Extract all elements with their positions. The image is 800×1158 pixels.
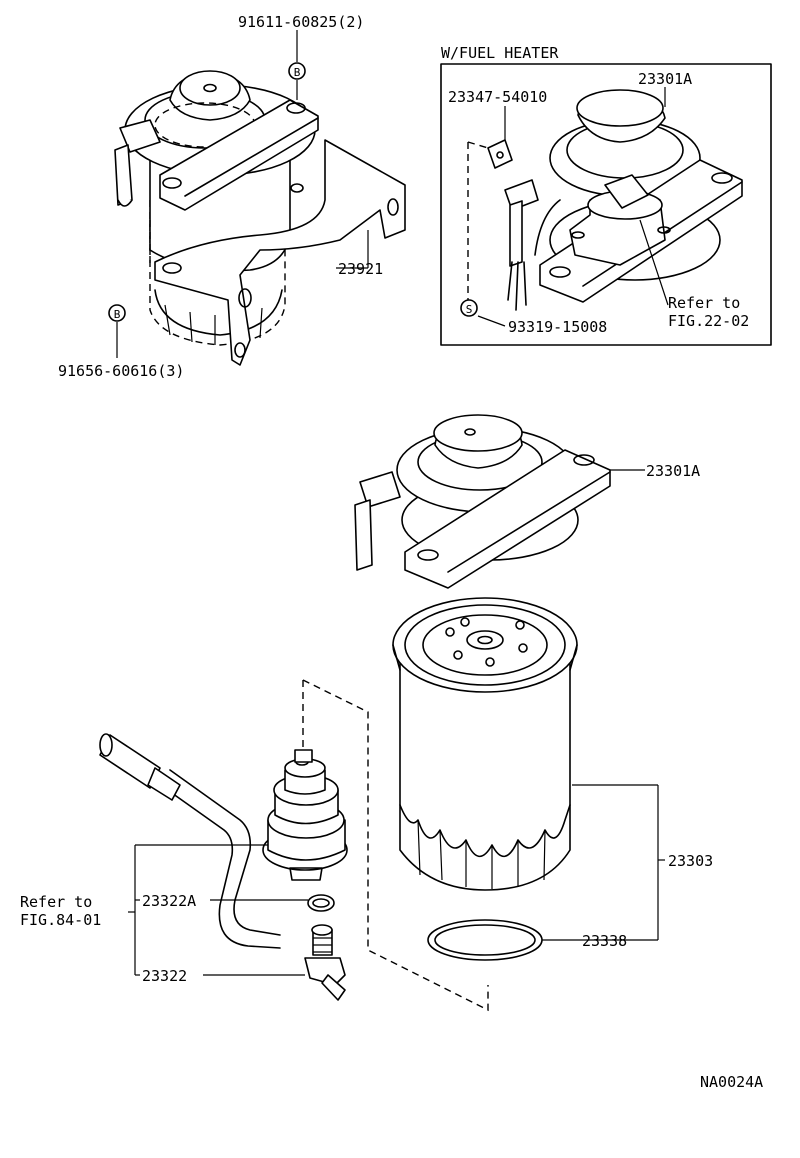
callout-gasket: 23322A (142, 892, 196, 910)
inset-callout-clip: 23347-54010 (448, 88, 547, 106)
marker-b-top: B (288, 62, 306, 80)
callout-o-ring: 23338 (582, 932, 627, 950)
alignment-dashed-line (302, 679, 489, 1012)
callout-drain-plug: 23322 (142, 967, 187, 985)
filter-head (354, 414, 645, 589)
inset-title: W/FUEL HEATER (441, 44, 559, 62)
refer-left-line-2: FIG.84-01 (20, 911, 101, 929)
callout-filter-head: 23301A (646, 462, 700, 480)
fuel-filter-cartridge (392, 597, 578, 891)
top-left-leaders (116, 30, 369, 358)
refer-left-line-1: Refer to (20, 893, 92, 911)
callout-bracket: 23921 (338, 260, 383, 278)
svg-text:B: B (294, 66, 301, 79)
svg-text:B: B (114, 308, 121, 321)
o-ring-outer (427, 919, 543, 961)
inset-callout-screw: 93319-15008 (508, 318, 607, 336)
inset-refer-line-2: FIG.22-02 (668, 312, 749, 330)
inset-refer-line-1: Refer to (668, 294, 740, 312)
fuel-heater-inset: W/FUEL HEATER (440, 44, 772, 346)
top-left-filter-assembly (114, 70, 406, 366)
drawing-code: NA0024A (700, 1073, 763, 1091)
inset-callout-head: 23301A (638, 70, 692, 88)
sedimenter-assembly (99, 733, 348, 1001)
o-ring-inner (434, 924, 536, 956)
marker-s (460, 299, 478, 317)
marker-b-bottom: B (108, 304, 126, 322)
callout-filter: 23303 (668, 852, 713, 870)
callout-bolt-top: 91611-60825(2) (238, 13, 364, 31)
callout-bolt-bottom: 91656-60616(3) (58, 362, 184, 380)
inset-frame (440, 63, 772, 346)
svg-text:S: S (466, 303, 473, 316)
